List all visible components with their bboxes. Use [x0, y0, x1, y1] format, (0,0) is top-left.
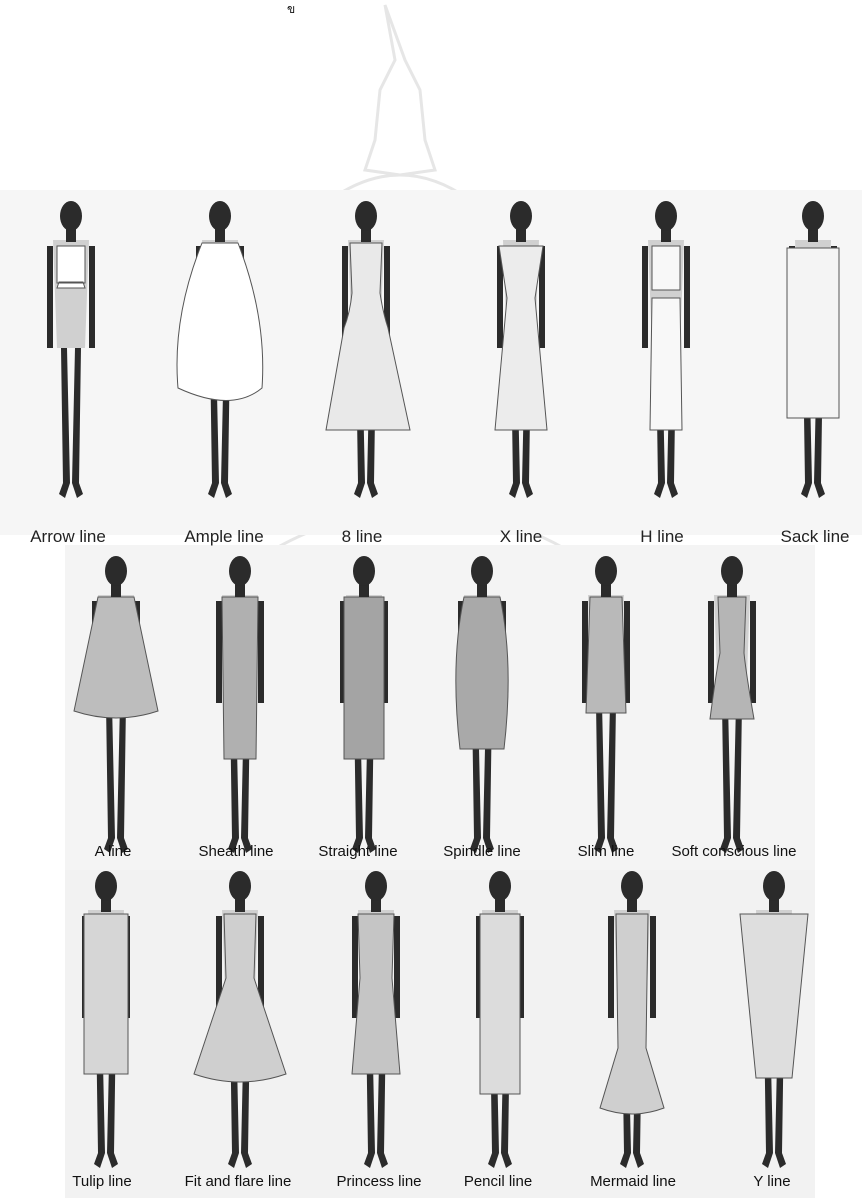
row-panel-3: [65, 870, 815, 1198]
garment-shape: [352, 914, 400, 1074]
figure-pencil-line: [452, 868, 548, 1178]
figure-h-line: [618, 198, 714, 508]
figure-ample-line: [172, 198, 268, 508]
figure-a-line: [68, 553, 164, 863]
figure-x-line: [473, 198, 569, 508]
figure-sheath-line: [192, 553, 288, 863]
figure-princess-line: [328, 868, 424, 1178]
figure-slim-line: [558, 553, 654, 863]
row-panel-1: [0, 190, 862, 535]
caption-sack-line: Sack line: [781, 527, 850, 547]
silhouette-drawing: [318, 198, 414, 508]
figure-sack-line: [765, 198, 861, 508]
figure-fit-and-flare-line: [192, 868, 288, 1178]
garment-shape: [787, 248, 839, 418]
silhouette-drawing: [584, 868, 680, 1178]
garment-shape: [177, 243, 263, 401]
garment-shape: [326, 243, 410, 430]
silhouette-drawing: [58, 868, 154, 1178]
caption-fit-and-flare-line: Fit and flare line: [185, 1173, 292, 1190]
head-shape: [365, 871, 387, 901]
caption-straight-line: Straight line: [318, 843, 397, 860]
caption-8-line: 8 line: [342, 527, 383, 547]
caption-tulip-line: Tulip line: [72, 1173, 131, 1190]
head-shape: [105, 556, 127, 586]
garment-shape: [74, 597, 158, 718]
head-shape: [721, 556, 743, 586]
silhouette-drawing: [316, 553, 412, 863]
caption-arrow-line: Arrow line: [30, 527, 106, 547]
caption-pencil-line: Pencil line: [464, 1173, 532, 1190]
garment-shape: [586, 597, 626, 713]
head-shape: [209, 201, 231, 231]
silhouette-drawing: [452, 868, 548, 1178]
silhouette-drawing: [192, 553, 288, 863]
head-shape: [229, 871, 251, 901]
caption-sheath-line: Sheath line: [198, 843, 273, 860]
caption-princess-line: Princess line: [336, 1173, 421, 1190]
legs-shape: [720, 703, 744, 853]
legs-shape: [594, 703, 618, 853]
garment-shape: [456, 597, 508, 749]
garment-shape: [222, 597, 258, 759]
caption-x-line: X line: [500, 527, 543, 547]
silhouette-drawing: [23, 198, 119, 508]
head-shape: [621, 871, 643, 901]
caption-spindle-line: Spindle line: [443, 843, 521, 860]
silhouette-drawing: [192, 868, 288, 1178]
silhouette-drawing: [68, 553, 164, 863]
caption-slim-line: Slim line: [578, 843, 635, 860]
garment-shape: [57, 246, 85, 288]
caption-mermaid-line: Mermaid line: [590, 1173, 676, 1190]
figure-tulip-line: [58, 868, 154, 1178]
caption-h-line: H line: [640, 527, 683, 547]
garment-shape: [480, 914, 520, 1094]
head-shape: [353, 556, 375, 586]
caption-soft-conscious-line: Soft conscious line: [671, 843, 796, 860]
garment-shape: [84, 914, 128, 1074]
head-shape: [655, 201, 677, 231]
caption-y-line: Y line: [753, 1173, 790, 1190]
page-header-mark: ข: [287, 0, 295, 19]
legs-shape: [59, 348, 83, 498]
caption-a-line: A line: [95, 843, 132, 860]
head-shape: [510, 201, 532, 231]
garment-shape: [740, 914, 808, 1078]
head-shape: [489, 871, 511, 901]
figure-y-line: [726, 868, 822, 1178]
silhouette-drawing: [765, 198, 861, 508]
silhouette-drawing: [328, 868, 424, 1178]
figure-spindle-line: [434, 553, 530, 863]
silhouette-drawing: [726, 868, 822, 1178]
garment-shape: [344, 597, 384, 759]
silhouette-drawing: [172, 198, 268, 508]
head-shape: [802, 201, 824, 231]
figure-arrow-line: [23, 198, 119, 508]
figure-straight-line: [316, 553, 412, 863]
legs-shape: [104, 703, 128, 853]
figure-mermaid-line: [584, 868, 680, 1178]
caption-ample-line: Ample line: [184, 527, 263, 547]
head-shape: [229, 556, 251, 586]
garment-shape: [194, 914, 286, 1082]
silhouette-drawing: [558, 553, 654, 863]
figure-8-line: [318, 198, 414, 508]
silhouette-drawing: [684, 553, 780, 863]
silhouette-drawing: [618, 198, 714, 508]
head-shape: [595, 556, 617, 586]
figure-soft-conscious-line: [684, 553, 780, 863]
head-shape: [60, 201, 82, 231]
head-shape: [471, 556, 493, 586]
head-shape: [95, 871, 117, 901]
head-shape: [763, 871, 785, 901]
silhouette-drawing: [434, 553, 530, 863]
silhouette-drawing: [473, 198, 569, 508]
garment-shape: [650, 246, 682, 430]
head-shape: [355, 201, 377, 231]
